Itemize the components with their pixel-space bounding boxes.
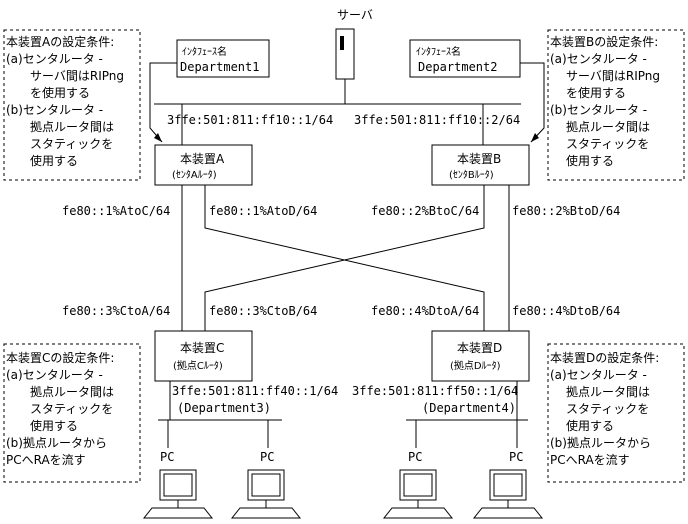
- interface-a-label: ｲﾝﾀﾌｪｰｽ名: [182, 45, 227, 58]
- pc-label-1: PC: [160, 450, 174, 464]
- cond-a-line: (b)センタルータ -: [6, 103, 103, 117]
- link-b-to-c: fe80::2%BtoC/64: [371, 204, 479, 218]
- router-d-name: 本装置D: [457, 341, 502, 355]
- cond-c-line: (b)拠点ルータから: [6, 436, 107, 450]
- interface-box-b: ｲﾝﾀﾌｪｰｽ名 Department2: [409, 39, 521, 78]
- pc-label-2: PC: [260, 450, 274, 464]
- cond-a-line: (a)センタルータ -: [6, 52, 103, 66]
- cond-c-line: 本装置Cの設定条件:: [6, 350, 114, 365]
- addr-c: 3ffe:501:811:ff40::1/64: [172, 384, 338, 398]
- interface-a-name: Department1: [180, 60, 259, 74]
- cond-c-line: 拠点ルータ間は: [30, 385, 114, 399]
- cond-b-line: (a)センタルータ -: [550, 52, 647, 66]
- cond-a-line: 使用する: [30, 153, 78, 168]
- cond-b-line: (b)センタルータ -: [550, 103, 647, 117]
- condition-box-c: 本装置Cの設定条件: (a)センタルータ - 拠点ルータ間は スタティックを 使…: [3, 343, 141, 483]
- link-lines: [181, 185, 510, 331]
- cond-d-line: 本装置Dの設定条件:: [550, 350, 659, 365]
- router-c: 本装置C (拠点Cﾙｰﾀ): [154, 330, 253, 382]
- interface-box-a: ｲﾝﾀﾌｪｰｽ名 Department1: [176, 39, 270, 78]
- router-a: 本装置A (ｾﾝﾀAﾙｰﾀ): [154, 144, 253, 186]
- link-d-to-a: fe80::4%DtoA/64: [371, 304, 479, 318]
- cond-a-line: 本装置Aの設定条件:: [6, 34, 114, 49]
- server-label: サーバ: [337, 8, 373, 22]
- cond-a-line: を使用する: [30, 85, 90, 100]
- router-b-name: 本装置B: [457, 152, 501, 166]
- lan-d: [406, 381, 528, 448]
- router-d-role: (拠点Dﾙｰﾀ): [450, 359, 501, 372]
- server-icon: [335, 28, 355, 80]
- pc-icon: [142, 469, 214, 519]
- link-b-to-d: fe80::2%BtoD/64: [512, 204, 620, 218]
- cond-b-line: サーバ間はRIPng: [566, 69, 660, 83]
- condition-box-a: 本装置Aの設定条件: (a)センタルータ - サーバ間はRIPng を使用する …: [3, 29, 141, 181]
- link-d-to-b: fe80::4%DtoB/64: [512, 304, 620, 318]
- link-c-to-a: fe80::3%CtoA/64: [62, 304, 170, 318]
- cond-b-line: 本装置Bの設定条件:: [550, 34, 658, 49]
- cond-b-line: スタティックを: [566, 137, 649, 151]
- cond-a-line: サーバ間はRIPng: [30, 69, 124, 83]
- cond-d-line: スタティックを: [566, 402, 649, 416]
- interface-b-label: ｲﾝﾀﾌｪｰｽ名: [416, 45, 461, 58]
- cond-a-line: スタティックを: [30, 137, 113, 151]
- pc-icon: [472, 469, 544, 519]
- cond-d-line: 拠点ルータ間は: [566, 385, 650, 399]
- router-a-name: 本装置A: [180, 152, 225, 166]
- cond-b-line: 使用する: [566, 153, 614, 168]
- dept-c: (Department3): [177, 401, 271, 415]
- cond-c-line: (a)センタルータ -: [6, 368, 103, 382]
- router-d: 本装置D (拠点Dﾙｰﾀ): [431, 330, 530, 382]
- cond-c-line: PCへRAを流す: [6, 453, 86, 467]
- condition-box-d: 本装置Dの設定条件: (a)センタルータ - 拠点ルータ間は スタティックを 使…: [547, 343, 685, 483]
- router-b-role: (ｾﾝﾀBﾙｰﾀ): [449, 169, 494, 181]
- cond-c-line: スタティックを: [30, 402, 113, 416]
- router-b: 本装置B (ｾﾝﾀBﾙｰﾀ): [431, 144, 530, 186]
- condition-box-b: 本装置Bの設定条件: (a)センタルータ - サーバ間はRIPng を使用する …: [547, 29, 685, 181]
- pc-label-3: PC: [408, 450, 422, 464]
- addr-d: 3ffe:501:811:ff50::1/64: [352, 384, 518, 398]
- cond-d-line: (a)センタルータ -: [550, 368, 647, 382]
- cond-c-line: 使用する: [30, 418, 78, 433]
- router-a-role: (ｾﾝﾀAﾙｰﾀ): [172, 169, 217, 181]
- link-a-to-d: fe80::1%AtoD/64: [209, 204, 317, 218]
- lan-c: [158, 381, 282, 448]
- cond-d-line: (b)拠点ルータから: [550, 436, 651, 450]
- cond-b-line: 拠点ルータ間は: [566, 120, 650, 134]
- cond-d-line: 使用する: [566, 418, 614, 433]
- router-c-name: 本装置C: [180, 341, 224, 355]
- cond-d-line: PCへRAを流す: [550, 453, 630, 467]
- dept-d: (Department4): [422, 401, 516, 415]
- cond-a-line: 拠点ルータ間は: [30, 120, 114, 134]
- interface-b-name: Department2: [418, 60, 497, 74]
- cond-b-line: を使用する: [566, 85, 626, 100]
- pc-label-4: PC: [509, 450, 523, 464]
- router-c-role: (拠点Cﾙｰﾀ): [173, 359, 223, 372]
- link-c-to-b: fe80::3%CtoB/64: [209, 304, 317, 318]
- pc-icon: [382, 469, 454, 519]
- addr-top-a: 3ffe:501:811:ff10::1/64: [167, 113, 333, 127]
- addr-top-b: 3ffe:501:811:ff10::2/64: [354, 113, 520, 127]
- pc-icon: [230, 469, 302, 519]
- link-a-to-c: fe80::1%AtoC/64: [62, 204, 170, 218]
